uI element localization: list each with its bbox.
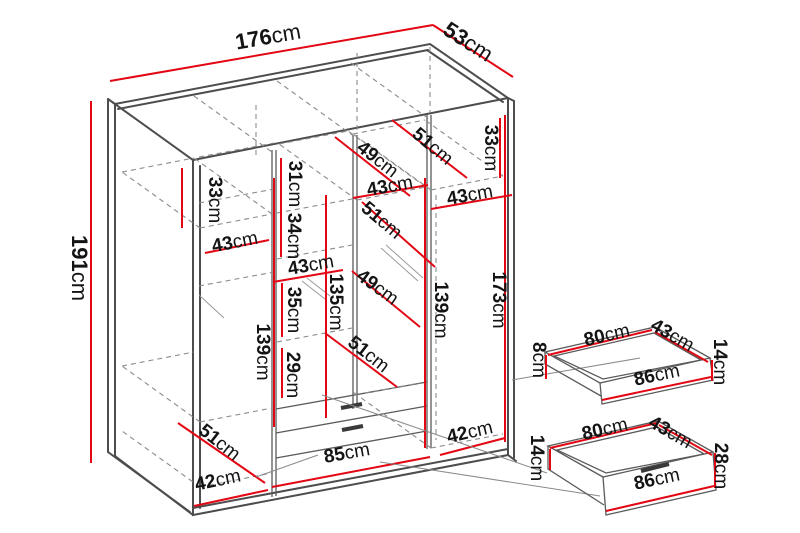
dim-label-drawer1-14: 14cm (709, 338, 730, 386)
dim-label-drawer1-8: 8cm (528, 342, 549, 378)
dim-label-right-173: 173cm (488, 271, 509, 329)
dim-label-drawer2-28: 28cm (710, 442, 731, 490)
wardrobe-dividers-and-drawers (271, 115, 432, 497)
leader-lines (255, 357, 641, 497)
drawer-bottom-illustration (546, 420, 717, 516)
hidden-edges (121, 47, 504, 488)
dim-label-shelf-35: 35cm (283, 286, 304, 334)
dim-label-right-139: 139cm (430, 281, 451, 339)
dim-label-drawer2-14: 14cm (526, 434, 547, 482)
drawer-handles (340, 402, 364, 432)
dim-label-height-191: 191cm (67, 234, 92, 302)
drawer-top-illustration (543, 326, 714, 405)
dim-label-shelf-31: 31cm (284, 160, 305, 208)
dim-label-right-33: 33cm (480, 124, 501, 172)
dim-label-height-135: 135cm (325, 273, 346, 331)
hanging-rod-marks (198, 244, 424, 319)
dim-label-left-33: 33cm (204, 176, 225, 224)
dimension-lines (90, 24, 514, 507)
dim-label-shelf-29: 29cm (282, 351, 303, 399)
wardrobe-outline (107, 42, 517, 517)
dim-label-left-139: 139cm (252, 323, 273, 381)
dim-label-shelf-34: 34cm (283, 212, 304, 260)
